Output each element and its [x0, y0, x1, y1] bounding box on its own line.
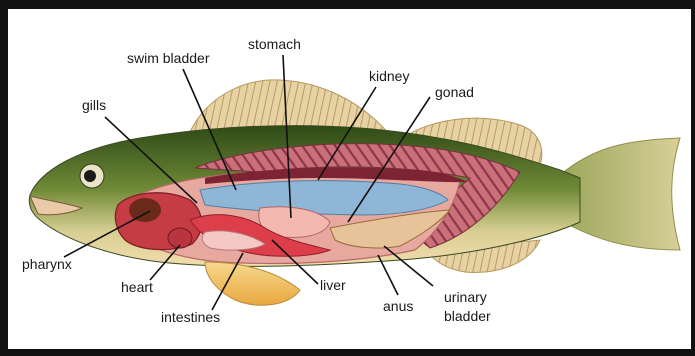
label-urinary-bladder-line2: bladder: [444, 308, 491, 324]
gill-opening: [129, 198, 161, 222]
pelvic-fin: [205, 262, 300, 305]
label-swim-bladder: swim bladder: [127, 50, 210, 66]
label-liver: liver: [320, 277, 346, 293]
label-heart: heart: [121, 279, 153, 295]
label-kidney: kidney: [369, 68, 409, 84]
label-stomach: stomach: [248, 36, 301, 52]
label-urinary-bladder-line1: urinary: [444, 289, 487, 305]
label-gills: gills: [82, 97, 106, 113]
label-intestines: intestines: [161, 309, 220, 325]
label-anus: anus: [383, 298, 413, 314]
eye-pupil: [84, 170, 96, 182]
label-pharynx: pharynx: [22, 256, 72, 272]
label-gonad: gonad: [435, 84, 474, 100]
